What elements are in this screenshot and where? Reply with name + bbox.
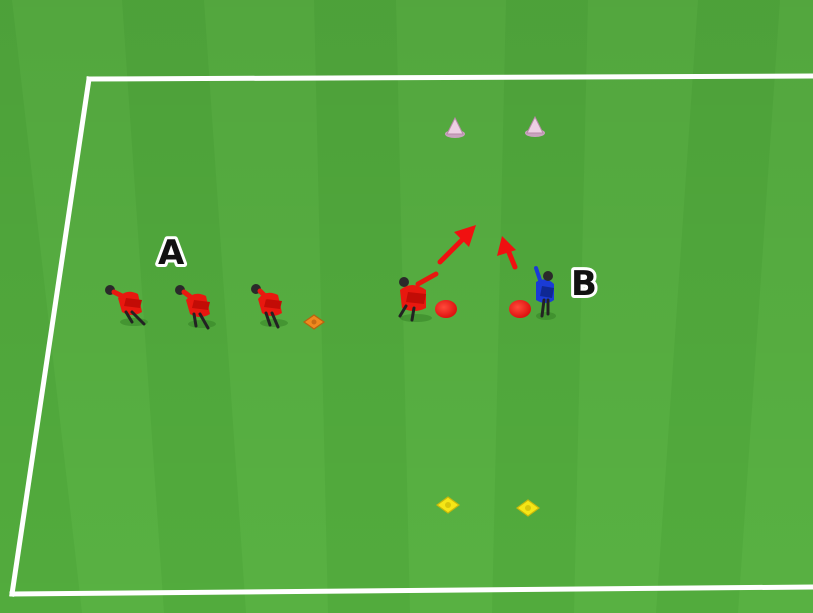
spot-marker-icon — [509, 300, 531, 318]
group-a-label: A — [158, 233, 185, 273]
group-b-label: B — [571, 264, 597, 304]
top-touchline — [89, 76, 813, 79]
spot-marker-icon — [435, 300, 457, 318]
